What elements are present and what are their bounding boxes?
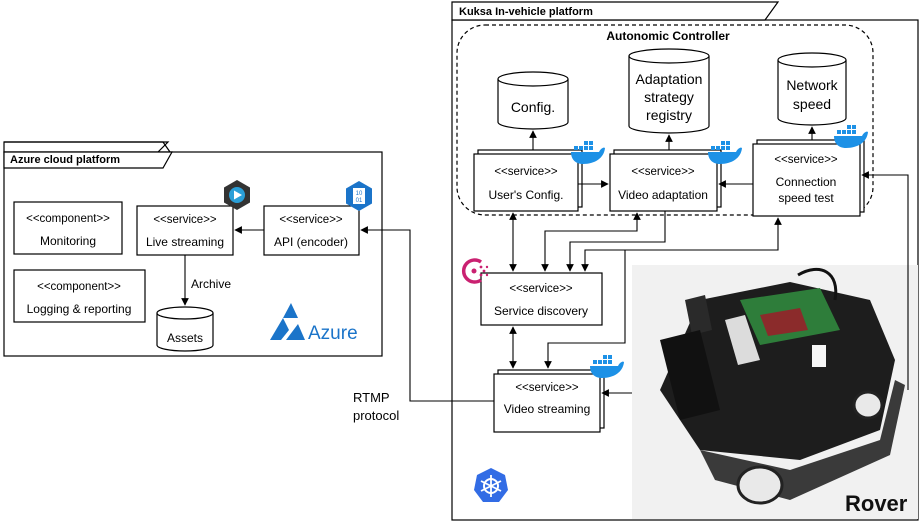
- api-encoder-service: <<service>> API (encoder): [263, 205, 360, 256]
- rover-label: Rover: [845, 491, 908, 516]
- docker-icon: [708, 141, 742, 164]
- connection-speed-line2: speed test: [778, 191, 834, 205]
- svg-text:01: 01: [356, 198, 363, 204]
- kuksa-platform: Kuksa In-vehicle platform Autonomic Cont…: [451, 1, 919, 521]
- docker-icon: [571, 141, 605, 164]
- video-streaming-stereotype: <<service>>: [515, 382, 579, 394]
- encoder-icon: 10 01: [346, 181, 372, 211]
- logging-name: Logging & reporting: [27, 302, 132, 316]
- media-service-icon: [224, 180, 250, 210]
- svg-text:10: 10: [356, 191, 363, 197]
- adaptation-db-line1: Adaptation: [636, 71, 703, 87]
- azure-logo-icon: Azure: [270, 303, 358, 344]
- archive-label: Archive: [191, 277, 231, 291]
- autonomic-controller-title: Autonomic Controller: [606, 29, 730, 43]
- adaptation-registry-database: Adaptation strategy registry: [628, 48, 710, 134]
- assets-database: Assets: [156, 306, 214, 352]
- live-streaming-service: <<service>> Live streaming: [136, 205, 234, 256]
- video-adaptation-stereotype: <<service>>: [631, 166, 695, 178]
- network-speed-database: Network speed: [777, 52, 847, 126]
- adaptation-db-line3: registry: [646, 107, 692, 123]
- service-discovery-service: <<service>> Service discovery: [480, 272, 603, 326]
- connection-speed-line1: Connection: [776, 175, 837, 189]
- config-db-label: Config.: [511, 99, 555, 115]
- kubernetes-icon: [474, 468, 508, 502]
- logging-stereotype: <<component>>: [37, 281, 121, 293]
- adaptation-db-line2: strategy: [644, 89, 694, 105]
- rover-photo: Rover: [632, 265, 918, 519]
- api-encoder-name: API (encoder): [274, 235, 348, 249]
- network-db-line2: speed: [793, 96, 831, 112]
- users-config-name: User's Config.: [489, 188, 564, 202]
- docker-icon: [834, 125, 868, 148]
- rtmp-label-line2: protocol: [353, 408, 399, 423]
- connection-speed-stereotype: <<service>>: [774, 154, 838, 166]
- live-streaming-stereotype: <<service>>: [153, 214, 217, 226]
- azure-cloud-platform: Azure cloud platform <<component>> Monit…: [3, 141, 383, 357]
- docker-icon: [590, 355, 624, 378]
- consul-icon: [461, 258, 489, 284]
- azure-platform-title: Azure cloud platform: [10, 154, 120, 166]
- monitoring-stereotype: <<component>>: [26, 213, 110, 225]
- network-db-line1: Network: [786, 77, 838, 93]
- rtmp-label-line1: RTMP: [353, 390, 390, 405]
- config-database: Config.: [497, 71, 569, 130]
- live-streaming-name: Live streaming: [146, 235, 224, 249]
- assets-label: Assets: [167, 331, 203, 345]
- video-adaptation-service: <<service>> Video adaptation: [609, 149, 722, 212]
- users-config-service: <<service>> User's Config.: [473, 149, 583, 212]
- azure-logo-text: Azure: [308, 323, 358, 344]
- connection-speed-service: <<service>> Connection speed test: [752, 139, 865, 217]
- autonomic-controller-boundary: [456, 24, 874, 216]
- video-adaptation-name: Video adaptation: [618, 188, 708, 202]
- service-discovery-name: Service discovery: [494, 304, 588, 318]
- service-discovery-stereotype: <<service>>: [509, 283, 573, 295]
- monitoring-name: Monitoring: [40, 234, 96, 248]
- users-config-stereotype: <<service>>: [494, 166, 558, 178]
- kuksa-platform-title: Kuksa In-vehicle platform: [459, 6, 593, 18]
- monitoring-component: <<component>> Monitoring: [13, 201, 123, 255]
- video-streaming-name: Video streaming: [504, 402, 591, 416]
- video-streaming-service: <<service>> Video streaming: [493, 369, 605, 433]
- logging-component: <<component>> Logging & reporting: [13, 269, 146, 323]
- api-encoder-stereotype: <<service>>: [279, 214, 343, 226]
